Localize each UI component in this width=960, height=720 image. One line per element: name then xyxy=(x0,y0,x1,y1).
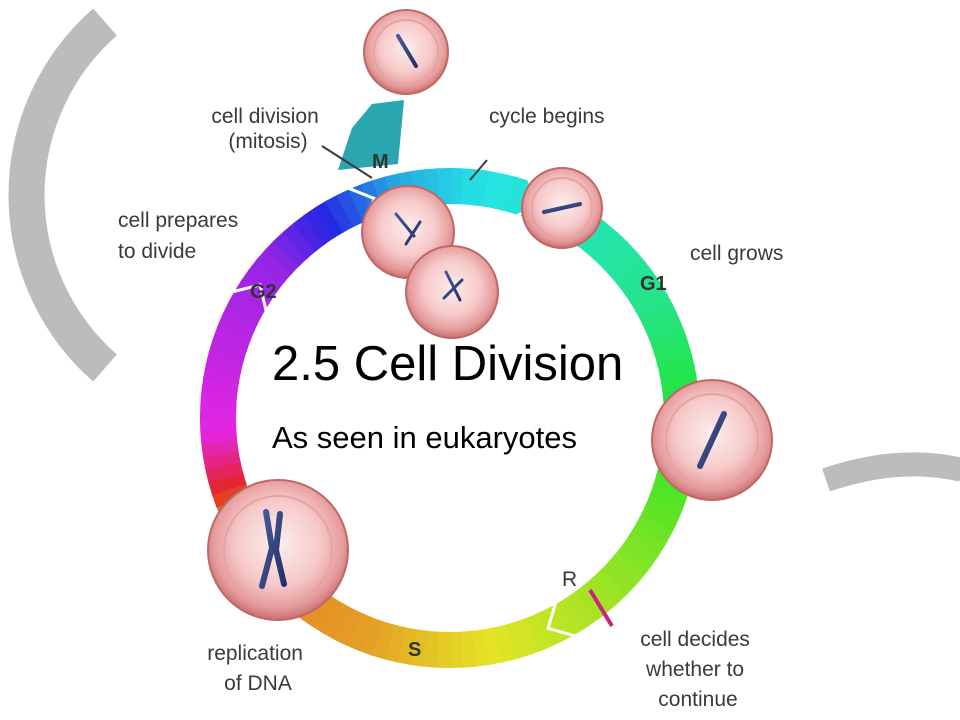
label-cycle-begins: cycle begins xyxy=(489,105,605,128)
cell-top xyxy=(363,9,449,95)
deco-arc-left xyxy=(8,8,117,382)
ring-notch xyxy=(231,283,268,313)
slide-subtitle: As seen in eukaryotes xyxy=(272,420,578,455)
restriction-point-marker xyxy=(588,588,614,628)
phase-label-g1: G1 xyxy=(640,273,667,295)
label-cycle-begins-line1: cycle begins xyxy=(489,105,605,128)
label-cell-decides-line3: continue xyxy=(658,688,737,711)
deco-arc-right xyxy=(822,452,960,492)
label-replication-line1: replication xyxy=(207,642,303,665)
cell-g1-late xyxy=(651,379,773,501)
label-cell-division-line1: cell division xyxy=(211,105,318,128)
phase-label-s: S xyxy=(408,639,421,661)
cell-dividing xyxy=(361,185,499,339)
cell-g1 xyxy=(521,167,603,249)
label-cell-prepares-line2: to divide xyxy=(118,240,196,263)
label-cell-prepares-line1: cell prepares xyxy=(118,209,238,232)
label-cell-grows-line1: cell grows xyxy=(690,242,783,265)
label-cell-decides-line1: cell decides xyxy=(640,628,750,651)
cell-s xyxy=(207,479,349,621)
m-phase-protrusion xyxy=(338,100,404,170)
slide-title: 2.5 Cell Division xyxy=(272,337,624,391)
label-cell-prepares: cell prepares to divide xyxy=(118,209,244,263)
label-replication: replication of DNA xyxy=(207,642,309,695)
label-cell-division-line2: (mitosis) xyxy=(228,130,307,153)
label-cell-division: cell division (mitosis) xyxy=(211,105,324,153)
cycle-begins-pointer xyxy=(469,159,488,181)
label-cell-grows: cell grows xyxy=(690,242,783,265)
phase-label-r: R xyxy=(562,568,577,591)
mitosis-pointer xyxy=(321,145,373,179)
label-cell-decides-line2: whether to xyxy=(645,658,744,681)
label-replication-line2: of DNA xyxy=(224,672,292,695)
label-cell-decides: cell decides whether to continue xyxy=(640,628,756,711)
phase-label-m: M xyxy=(372,151,389,173)
phase-label-g2: G2 xyxy=(250,281,277,303)
ring-notch xyxy=(546,601,577,638)
